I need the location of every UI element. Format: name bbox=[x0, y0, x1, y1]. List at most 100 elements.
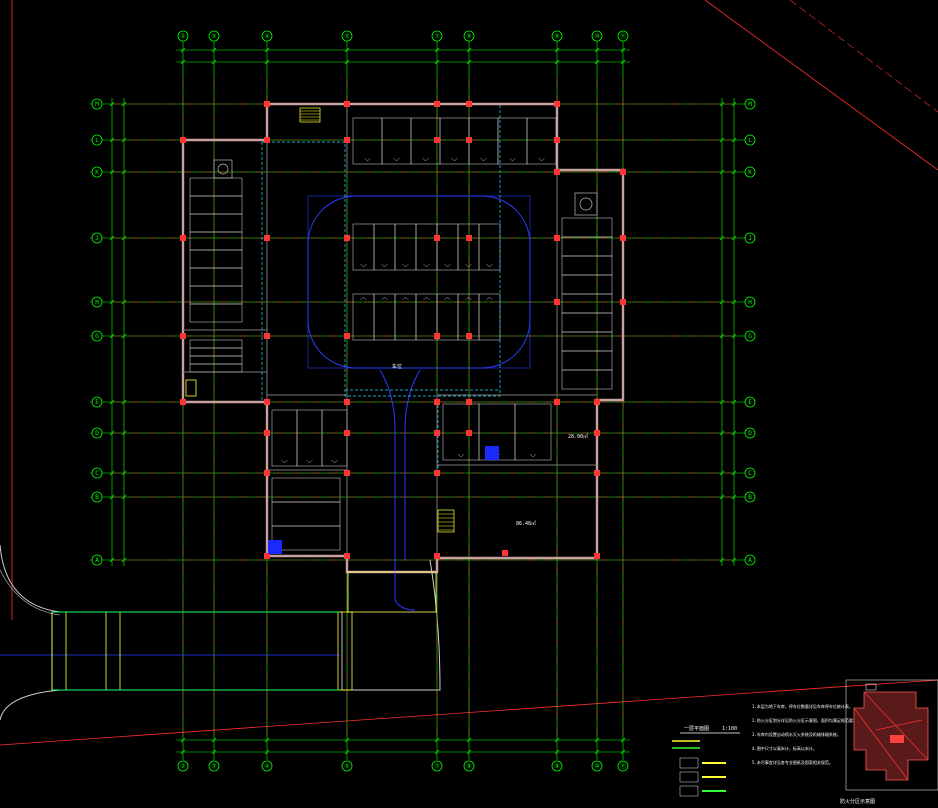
dimension-tick bbox=[719, 557, 725, 563]
axis-label: K bbox=[95, 169, 99, 176]
parking-stall bbox=[561, 331, 613, 352]
parking-stall bbox=[561, 312, 613, 333]
parking-stall bbox=[478, 293, 501, 341]
column bbox=[344, 101, 350, 107]
dimension-tick bbox=[121, 557, 127, 563]
parking-stall bbox=[352, 223, 375, 271]
fire-zone-loop bbox=[307, 195, 531, 369]
stall-marker bbox=[423, 296, 430, 301]
column bbox=[434, 553, 440, 559]
note-line: 4.图中尺寸以毫米计，标高以米计。 bbox=[752, 745, 817, 751]
legend-swatches bbox=[672, 740, 726, 797]
dimension-tick bbox=[109, 333, 115, 339]
south-parking-strip bbox=[51, 611, 343, 691]
column bbox=[434, 101, 440, 107]
dimension-tick bbox=[109, 557, 115, 563]
dimension-tick bbox=[731, 235, 737, 241]
column bbox=[502, 550, 508, 556]
parking-stall bbox=[497, 117, 528, 165]
axis-bubble bbox=[463, 30, 475, 42]
axis-bubble bbox=[463, 760, 475, 772]
dimension-tick bbox=[719, 333, 725, 339]
parking-stall bbox=[468, 117, 499, 165]
stall-marker bbox=[480, 157, 487, 162]
dimension-tick bbox=[620, 47, 626, 53]
axis-grid bbox=[90, 40, 755, 760]
parking-stall bbox=[415, 223, 438, 271]
column bbox=[466, 430, 472, 436]
core-wall bbox=[346, 104, 558, 390]
parking-stall bbox=[189, 177, 243, 197]
parking-stall bbox=[381, 117, 412, 165]
column bbox=[466, 333, 472, 339]
parking-stall bbox=[189, 195, 243, 215]
dimension-tick bbox=[554, 737, 560, 743]
axis-label: ⑩ bbox=[594, 33, 599, 40]
strip-bay bbox=[105, 611, 121, 691]
general-notes: 1.本层为地下车库，停车位数量详见车库停车位统计表。2.防火分区划分详见防火分区… bbox=[752, 703, 861, 765]
dimension-tick bbox=[719, 235, 725, 241]
dimension-tick bbox=[434, 59, 440, 65]
area-east-room: 28.00㎡ bbox=[568, 433, 588, 440]
dimension-tick bbox=[211, 737, 217, 743]
parking-stall bbox=[561, 293, 613, 314]
building-outline bbox=[181, 102, 625, 574]
parking-stall bbox=[271, 525, 341, 551]
dimension-tick bbox=[466, 737, 472, 743]
axis-bubble bbox=[91, 491, 103, 503]
dimension-tick bbox=[180, 59, 186, 65]
axis-bubble bbox=[551, 760, 563, 772]
column bbox=[434, 470, 440, 476]
axis-label: H bbox=[748, 299, 752, 306]
axis-bubble bbox=[91, 232, 103, 244]
axis-bubble bbox=[261, 30, 273, 42]
dimension-tick bbox=[731, 299, 737, 305]
axis-label: G bbox=[95, 333, 99, 340]
axis-label: ③ bbox=[211, 33, 216, 40]
dimension-tick bbox=[434, 749, 440, 755]
axis-bubble bbox=[744, 467, 756, 479]
stall-marker bbox=[331, 459, 338, 464]
axis-bubble bbox=[431, 760, 443, 772]
axis-label: ⑨ bbox=[554, 33, 559, 40]
parking-stall bbox=[373, 223, 396, 271]
dimension-tick bbox=[719, 470, 725, 476]
dimension-tick bbox=[620, 749, 626, 755]
dimension-tick bbox=[466, 59, 472, 65]
axis-label: ⑪ bbox=[620, 762, 626, 770]
column bbox=[264, 399, 270, 405]
key-plan bbox=[845, 679, 938, 791]
axis-label: ⑤ bbox=[344, 763, 349, 770]
dimension-tick bbox=[109, 101, 115, 107]
column bbox=[180, 333, 186, 339]
dimension-tick bbox=[121, 101, 127, 107]
elevator-icon bbox=[213, 159, 598, 216]
dimension-tick bbox=[180, 737, 186, 743]
axis-label: E bbox=[748, 399, 752, 406]
axis-bubble bbox=[591, 30, 603, 42]
dimension-tick bbox=[731, 494, 737, 500]
parking-stall bbox=[373, 293, 396, 341]
column bbox=[264, 137, 270, 143]
dimension-tick bbox=[466, 749, 472, 755]
axis-label: B bbox=[95, 494, 99, 501]
axis-label: ④ bbox=[264, 763, 269, 770]
axis-bubble bbox=[91, 396, 103, 408]
stair-icon bbox=[437, 509, 455, 533]
axis-bubble bbox=[208, 760, 220, 772]
axis-bubble bbox=[341, 760, 353, 772]
parking-stall bbox=[561, 274, 613, 295]
stall-marker bbox=[423, 263, 430, 268]
dimension-tick bbox=[719, 299, 725, 305]
key-plan-title: 防火分区示意图 bbox=[840, 798, 875, 805]
dimension-tick bbox=[554, 47, 560, 53]
axis-label: B bbox=[748, 494, 752, 501]
site-driveway bbox=[0, 569, 61, 616]
axis-label: ⑦ bbox=[434, 763, 439, 770]
parking-stall bbox=[457, 223, 480, 271]
dimension-tick bbox=[121, 235, 127, 241]
parking-stall bbox=[189, 339, 243, 349]
parking-stall bbox=[439, 117, 470, 165]
